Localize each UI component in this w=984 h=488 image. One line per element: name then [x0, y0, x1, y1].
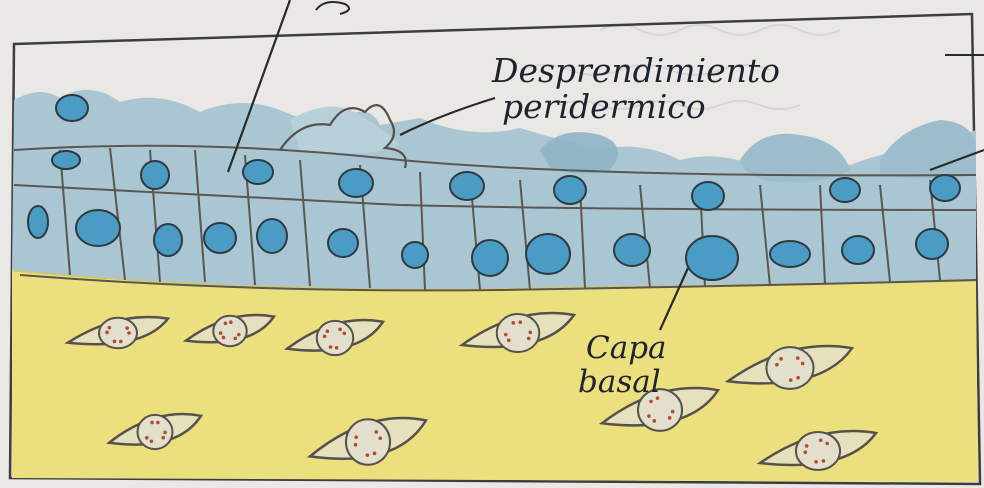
hand-drawn-nucleus-icon — [204, 223, 236, 253]
hand-drawn-nucleus-icon — [76, 210, 120, 246]
hand-drawn-nucleus-icon — [916, 229, 948, 259]
hand-drawn-nucleus-icon — [243, 160, 273, 184]
hand-drawn-nucleus-icon — [141, 161, 169, 189]
hand-drawn-nucleus-icon — [930, 175, 960, 201]
hand-drawn-nucleus-icon — [328, 229, 358, 257]
label-peridermal-line1: Desprendimiento — [491, 51, 780, 90]
label-basal-line2: basal — [578, 364, 661, 400]
hand-drawn-nucleus-icon — [56, 95, 88, 121]
label-basal-line1: Capa — [586, 330, 667, 366]
hand-drawn-nucleus-icon — [770, 241, 810, 267]
hand-drawn-nucleus-icon — [52, 151, 80, 169]
hand-drawn-nucleus-icon — [402, 242, 428, 268]
hand-drawn-nucleus-icon — [472, 240, 508, 276]
hand-drawn-nucleus-icon — [526, 234, 570, 274]
hand-drawn-nucleus-icon — [554, 176, 586, 204]
hand-drawn-nucleus-icon — [614, 234, 650, 266]
hand-drawn-nucleus-icon — [28, 206, 48, 238]
hand-drawn-nucleus-icon — [830, 178, 860, 202]
hand-drawn-nucleus-icon — [692, 182, 724, 210]
hand-drawn-nucleus-icon — [450, 172, 484, 200]
hand-drawn-nucleus-icon — [257, 219, 287, 253]
hand-drawn-nucleus-icon — [686, 236, 738, 280]
label-peridermal-line2: peridermico — [502, 87, 706, 126]
hand-drawn-nucleus-icon — [154, 224, 182, 256]
hand-drawn-nucleus-icon — [339, 169, 373, 197]
hand-drawn-nucleus-icon — [842, 236, 874, 264]
